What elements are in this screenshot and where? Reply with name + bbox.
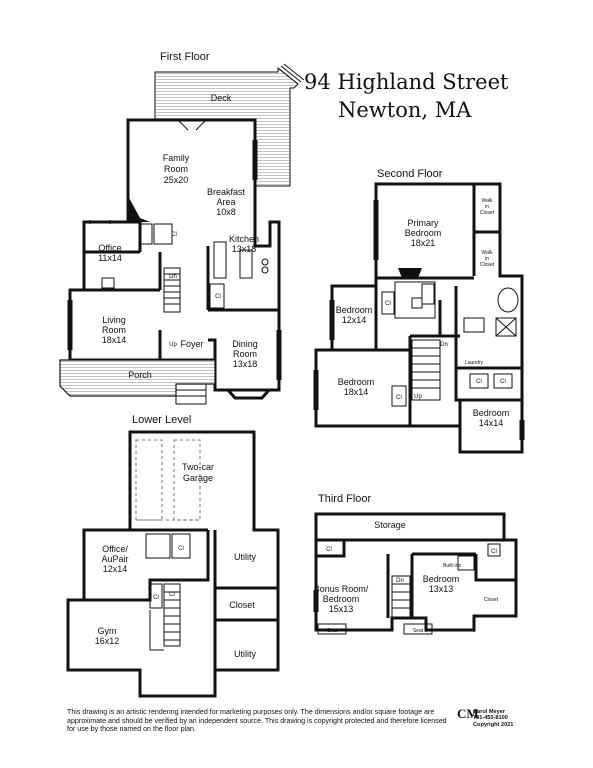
family-room-size: 25x20 xyxy=(164,175,189,185)
stair-down-marker: Dn xyxy=(396,578,404,584)
family-room-label: Family xyxy=(163,153,190,163)
first-floor-plan xyxy=(59,63,305,405)
lower-level-plan xyxy=(66,430,280,698)
closet-marker: Cl xyxy=(153,595,159,601)
logo-copyright: Copyright 2021 xyxy=(473,721,514,728)
closet-marker: Cl xyxy=(326,547,332,553)
primary-bedroom-label: Primary xyxy=(408,218,439,228)
closet-marker: Cl xyxy=(476,379,482,385)
bonus-room-label-2: Bedroom xyxy=(323,594,360,604)
bonus-room-size: 15x13 xyxy=(329,604,354,614)
seat-label: Seat xyxy=(327,628,338,634)
bedroom-4-label: Bedroom xyxy=(423,574,460,584)
utility-2-label: Utility xyxy=(234,649,256,659)
bedroom-2-label: Bedroom xyxy=(338,377,375,387)
stair-down-marker: Dn xyxy=(440,342,448,348)
office-size: 11x14 xyxy=(98,253,122,263)
kitchen-size: 13x18 xyxy=(232,244,257,254)
walk-in-closet-label-2: Walk xyxy=(482,250,493,256)
bedroom-3-size: 14x14 xyxy=(479,418,504,428)
storage-label: Storage xyxy=(374,520,406,530)
closet-marker: Cl xyxy=(169,592,175,598)
dining-room-label-2: Room xyxy=(233,349,257,359)
bedroom-2-size: 18x14 xyxy=(344,387,369,397)
foyer-label: Foyer xyxy=(180,339,203,349)
gym-label: Gym xyxy=(98,626,117,636)
walk-in-closet-label-2: Closet xyxy=(480,262,495,268)
breakfast-label-2: Area xyxy=(216,197,235,207)
closet-marker: Cl xyxy=(396,395,402,401)
closet-marker: Cl xyxy=(215,294,221,300)
third-floor-plan xyxy=(313,512,518,635)
living-room-size: 18x14 xyxy=(102,335,127,345)
closet-marker: Cl xyxy=(500,379,506,385)
closet-marker: Cl xyxy=(385,301,391,307)
closet-marker: Cl xyxy=(491,549,497,555)
lower-level-title: Lower Level xyxy=(132,414,191,426)
carol-meyer-logo: CM Carol Meyer 781-455-8100 Copyright 20… xyxy=(457,706,547,734)
logo-phone: 781-455-8100 xyxy=(473,715,508,722)
deck-label: Deck xyxy=(211,93,232,103)
disclaimer-text: This drawing is an artistic rendering in… xyxy=(67,708,447,734)
gym-size: 16x12 xyxy=(95,636,120,646)
breakfast-label: Breakfast xyxy=(207,187,246,197)
walk-in-closet-label: Walk xyxy=(482,198,493,204)
stair-up-marker: Up xyxy=(414,394,422,400)
logo-mark: CM xyxy=(457,706,479,721)
built-ins-label: Built-ins xyxy=(443,563,461,569)
garage-label-2: Garage xyxy=(183,473,213,483)
office-label: Office xyxy=(98,243,121,253)
dining-room-size: 13x18 xyxy=(233,359,258,369)
living-room-label: Living xyxy=(102,315,126,325)
laundry-label: Laundry xyxy=(465,360,484,366)
breakfast-size: 10x8 xyxy=(216,207,236,217)
second-floor-plan xyxy=(313,182,525,454)
office-aupair-label: Office/ xyxy=(102,544,128,554)
address-street: 94 Highland Street xyxy=(304,70,509,94)
primary-bedroom-label-2: Bedroom xyxy=(405,228,442,238)
stair-up-marker: Up xyxy=(169,342,177,348)
living-room-label-2: Room xyxy=(102,325,126,335)
walk-in-closet-label: Closet xyxy=(480,210,495,216)
closet-marker: Cl xyxy=(178,546,184,552)
family-room-label-2: Room xyxy=(164,164,188,174)
bedroom-1-size: 12x14 xyxy=(342,315,367,325)
third-floor-title: Third Floor xyxy=(318,493,372,505)
bedroom-3-label: Bedroom xyxy=(473,408,510,418)
walk-in-closet-label-2: in xyxy=(485,256,489,262)
closet-lower-label: Closet xyxy=(229,600,255,610)
seat-label: Seat xyxy=(413,628,424,634)
walk-in-closet-label: in xyxy=(485,204,489,210)
logo-name: Carol Meyer xyxy=(473,709,506,715)
office-aupair-label-2: AuPair xyxy=(101,554,128,564)
second-floor-title: Second Floor xyxy=(377,168,443,180)
bedroom-4-size: 13x13 xyxy=(429,584,454,594)
utility-1-label: Utility xyxy=(234,552,256,562)
closet-marker: Cl xyxy=(171,232,177,238)
closet-third-label: Closet xyxy=(484,597,499,603)
porch-label: Porch xyxy=(128,370,152,380)
first-floor-title: First Floor xyxy=(160,51,210,63)
garage-label: Two-car xyxy=(182,462,214,472)
office-aupair-size: 12x14 xyxy=(103,564,128,574)
address-city: Newton, MA xyxy=(338,98,472,122)
dining-room-label: Dining xyxy=(232,339,258,349)
logo-text: Carol Meyer 781-455-8100 Copyright 2021 xyxy=(473,709,547,728)
bonus-room-label: Bonus Room/ xyxy=(314,584,369,594)
primary-bedroom-size: 18x21 xyxy=(411,238,436,248)
kitchen-label: Kitchen xyxy=(229,234,259,244)
stair-down-marker: Dn xyxy=(169,274,177,280)
bedroom-1-label: Bedroom xyxy=(336,305,373,315)
